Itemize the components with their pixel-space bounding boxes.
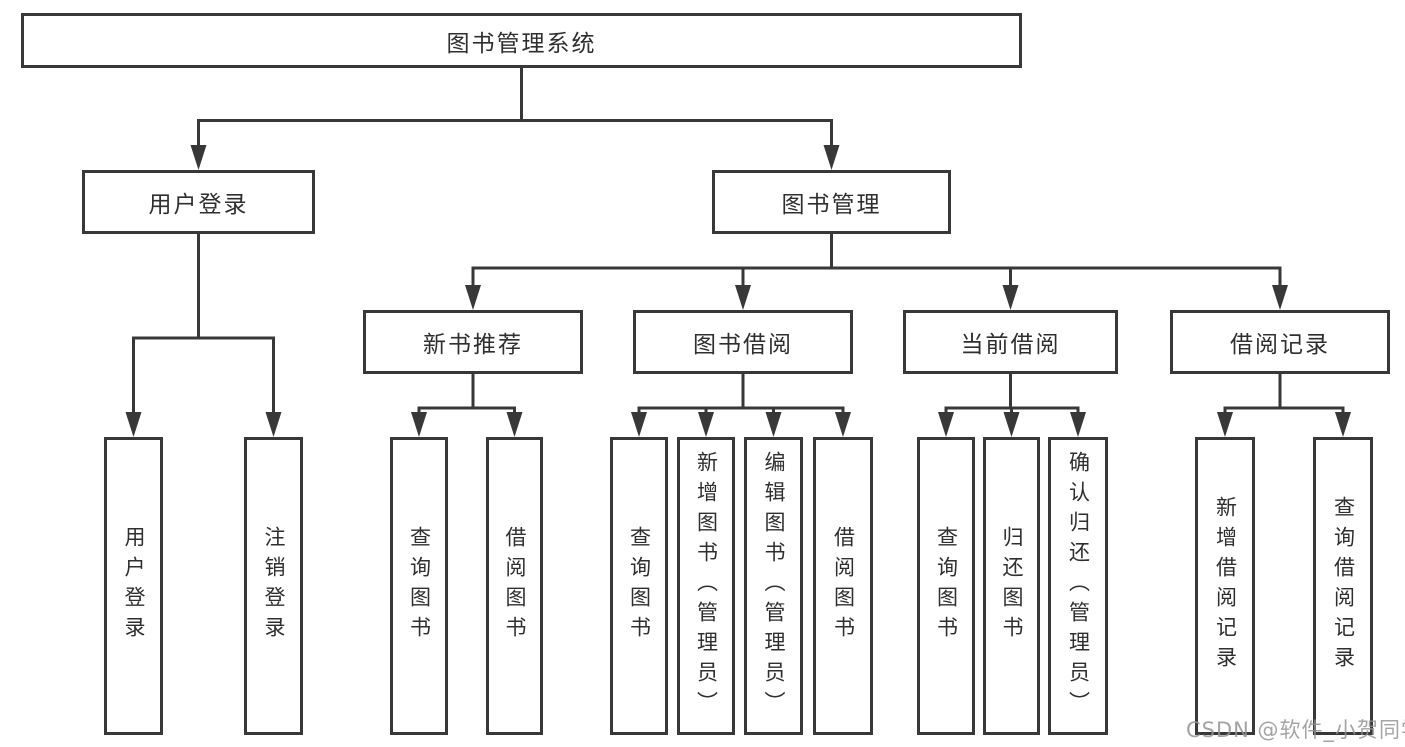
leaf-return-book-label: 归还图书 [1000,526,1024,646]
node-root-library-system: 图书管理系统 [21,13,1022,68]
leaf-query-borrow-record-label: 查询借阅记录 [1331,496,1356,676]
leaf-user-login-label: 用户登录 [122,526,146,646]
leaf-query-books-borrowing: 查询图书 [610,437,668,735]
leaf-edit-book-admin: 编辑图书（管理员） [744,437,803,735]
leaf-borrow-books-recommend-label: 借阅图书 [503,526,527,646]
node-current-borrowing: 当前借阅 [903,310,1118,374]
node-new-book-recommend-label: 新书推荐 [423,332,523,358]
node-book-borrowing-label: 图书借阅 [693,332,793,358]
node-book-management-label: 图书管理 [781,192,882,218]
leaf-borrow-books-recommend: 借阅图书 [486,437,543,735]
node-root-label: 图书管理系统 [446,30,597,57]
leaf-query-books-current: 查询图书 [917,437,975,735]
leaf-add-book-admin-label: 新增图书（管理员） [694,451,719,721]
leaf-return-book: 归还图书 [983,437,1040,735]
leaf-confirm-return-admin: 确认归还（管理员） [1048,437,1108,735]
leaf-query-books-recommend: 查询图书 [390,437,448,735]
node-new-book-recommend: 新书推荐 [363,310,583,374]
leaf-edit-book-admin-label: 编辑图书（管理员） [762,451,786,721]
leaf-add-borrow-record-label: 新增借阅记录 [1213,496,1238,676]
leaf-logout-label: 注销登录 [262,526,286,646]
leaf-add-book-admin: 新增图书（管理员） [677,437,735,735]
leaf-confirm-return-admin-label: 确认归还（管理员） [1066,451,1091,721]
leaf-logout: 注销登录 [244,437,303,735]
leaf-user-login: 用户登录 [104,437,163,735]
node-book-management: 图书管理 [712,170,951,234]
arrowheads [125,145,1351,437]
node-current-borrowing-label: 当前借阅 [960,332,1061,358]
node-book-borrowing: 图书借阅 [633,310,853,374]
leaf-borrow-books-borrowing: 借阅图书 [813,437,873,735]
leaf-query-books-recommend-label: 查询图书 [407,526,432,646]
leaf-query-books-borrowing-label: 查询图书 [627,526,652,646]
node-borrow-records: 借阅记录 [1170,310,1390,374]
node-user-login: 用户登录 [82,170,315,234]
leaf-query-books-current-label: 查询图书 [934,526,959,646]
leaf-add-borrow-record: 新增借阅记录 [1195,437,1255,735]
node-user-login-label: 用户登录 [148,192,249,218]
leaf-borrow-books-borrowing-label: 借阅图书 [831,526,856,646]
leaf-query-borrow-record: 查询借阅记录 [1313,437,1373,735]
node-borrow-records-label: 借阅记录 [1230,332,1330,358]
